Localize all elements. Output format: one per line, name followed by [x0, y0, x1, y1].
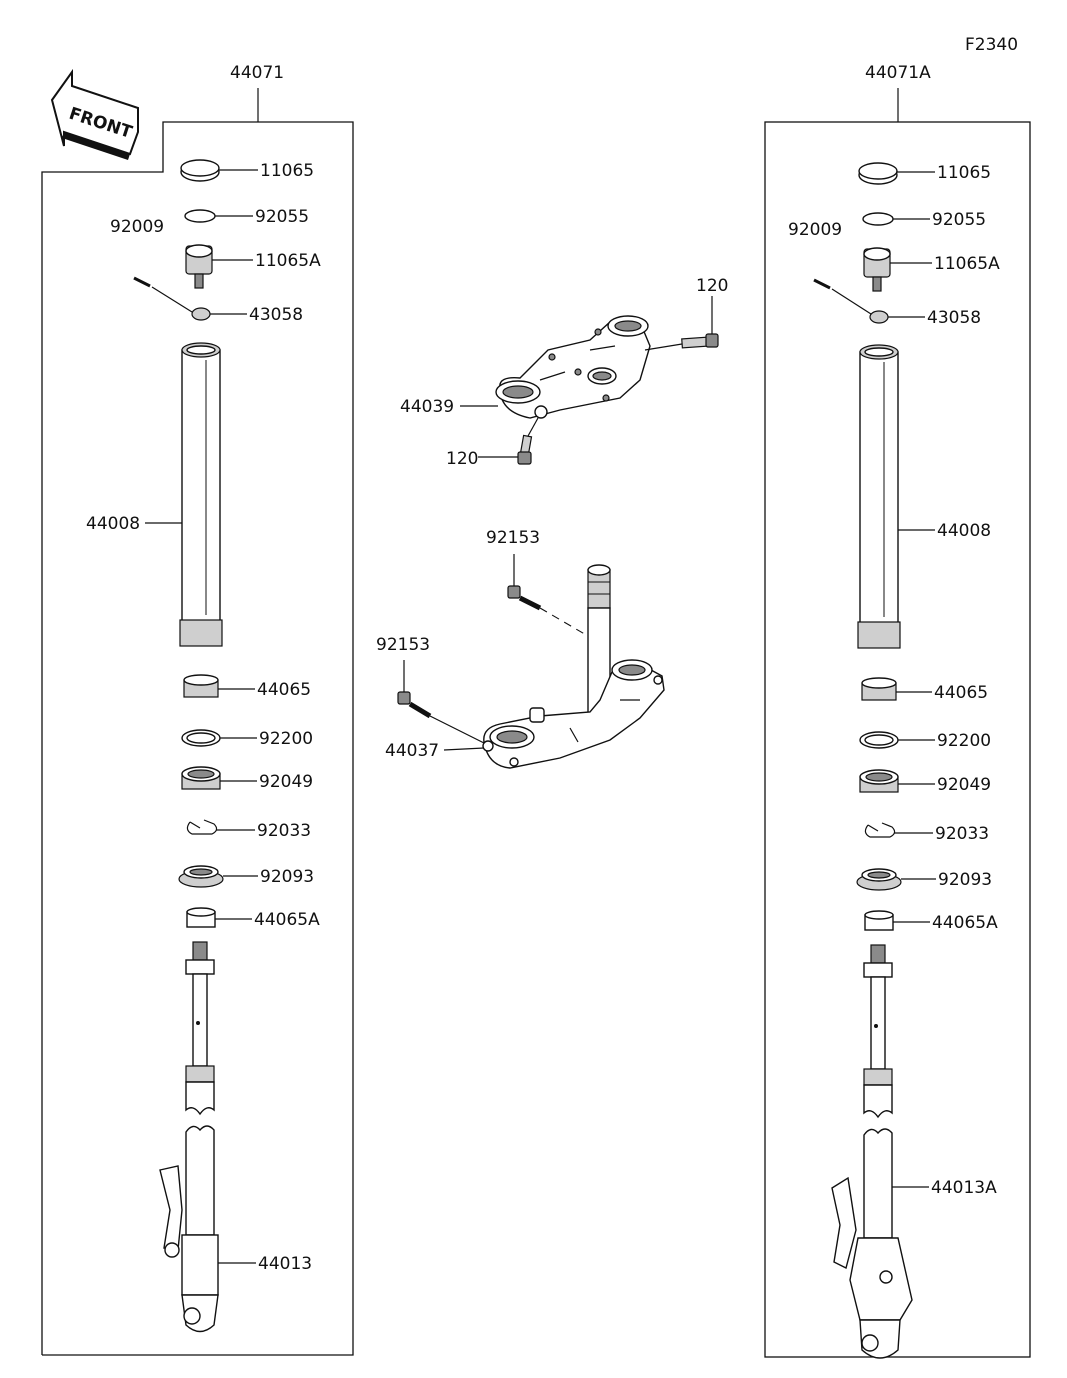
upper-bracket-part: [495, 315, 651, 419]
lower-bracket-label: 44037: [385, 741, 439, 761]
left-bush-label: 44065: [257, 680, 311, 700]
lower-bracket-group: 92153 92153: [376, 528, 665, 769]
left-oring-label: 92055: [255, 207, 309, 227]
right-outer-tube-label: 44008: [937, 521, 991, 541]
right-bolt-small-label: 92009: [788, 220, 842, 240]
upper-bracket-group: 44039 120 120: [400, 276, 728, 469]
oil-seal-part: [181, 766, 221, 790]
right-dust-seal-label: 92093: [938, 870, 992, 890]
collar-part: [191, 307, 211, 321]
right-collar-label: 43058: [927, 308, 981, 328]
right-bush-a-label: 44065A: [932, 913, 998, 933]
right-oring-label: 92055: [932, 210, 986, 230]
oring-part: [184, 209, 216, 223]
left-cap-label: 11065: [260, 161, 314, 181]
right-oil-seal-label: 92049: [937, 775, 991, 795]
right-adjuster-label: 11065A: [934, 254, 1000, 274]
left-washer-label: 92200: [259, 729, 313, 749]
upper-bolt-top-label: 120: [696, 276, 728, 296]
stem-bolt-side-part: [397, 691, 432, 719]
upper-bracket-bottom-bolt: [517, 434, 533, 465]
stem-bolt-top-part: [507, 585, 542, 611]
bush-a-part: [186, 907, 216, 928]
stem-bolt-top-label: 92153: [486, 528, 540, 548]
right-inner-tube-label: 44013A: [931, 1178, 997, 1198]
lower-bracket-part: [482, 659, 665, 769]
front-arrow-icon: FRONT: [50, 68, 139, 160]
left-assembly-frame: [41, 121, 354, 1356]
adjuster-part: [185, 244, 213, 289]
upper-bolt-bottom-label: 120: [446, 449, 478, 469]
left-inner-tube-label: 44013: [258, 1254, 312, 1274]
dust-seal-part: [178, 865, 224, 888]
right-fork-assembly: 44071A 11065 92055 92009 11065A 43058 44…: [764, 63, 1031, 1359]
right-assembly-id: 44071A: [865, 63, 931, 83]
left-collar-label: 43058: [249, 305, 303, 325]
left-clip-label: 92033: [257, 821, 311, 841]
right-clip-label: 92033: [935, 824, 989, 844]
left-fork-assembly: 44071 11065 92055 92009 11065A 43058: [41, 63, 354, 1356]
outer-tube-part: [179, 342, 223, 647]
left-outer-tube-label: 44008: [86, 514, 140, 534]
stem-bolt-side-label: 92153: [376, 635, 430, 655]
left-adjuster-label: 11065A: [255, 251, 321, 271]
left-dust-seal-label: 92093: [260, 867, 314, 887]
left-assembly-id: 44071: [230, 63, 284, 83]
bush-part: [183, 674, 219, 698]
inner-tube-part: [159, 941, 219, 1333]
left-bolt-small-label: 92009: [110, 217, 164, 237]
diagram-code: F2340: [965, 35, 1018, 55]
left-oil-seal-label: 92049: [259, 772, 313, 792]
upper-bracket-label: 44039: [400, 397, 454, 417]
left-bush-a-label: 44065A: [254, 910, 320, 930]
clip-part: [186, 819, 218, 835]
right-washer-label: 92200: [937, 731, 991, 751]
upper-bracket-top-bolt: [681, 333, 719, 349]
right-bush-label: 44065: [934, 683, 988, 703]
right-cap-label: 11065: [937, 163, 991, 183]
